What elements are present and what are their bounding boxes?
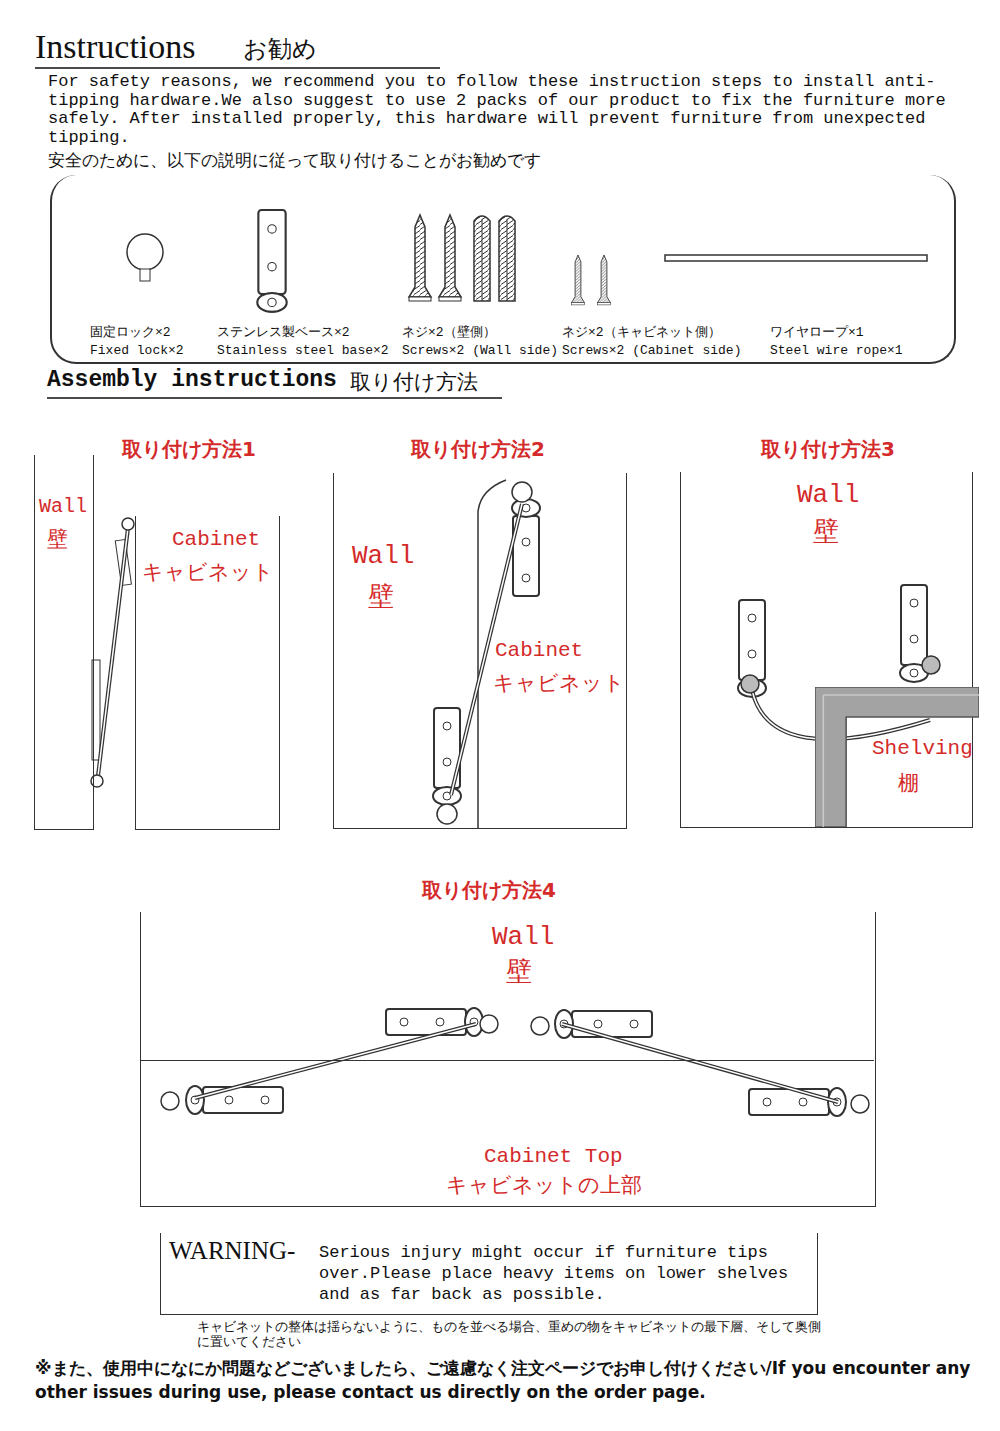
method2-hardware (433, 708, 461, 805)
method4-hardware (161, 1008, 869, 1116)
warning-box: WARNING- Serious injury might occur if fu… (160, 1233, 818, 1315)
node-text: 壁 (47, 525, 68, 553)
cabinet-top-area: Cabinet Top キャビネットの上部 (141, 1060, 874, 1205)
node-text: Serious injury might occur if furniture … (319, 1242, 804, 1305)
node-text: キャビネット (493, 669, 625, 697)
node-text: ワイヤロープ×1 (770, 323, 864, 341)
method2-hardware (512, 482, 532, 502)
cabinet-area: Cabinet キャビネット (479, 473, 631, 827)
method4-hardware (186, 1086, 283, 1114)
node-text: Steel wire rope×1 (770, 343, 903, 358)
node-text: ステンレス製ベース×2 (217, 323, 350, 341)
node-text: Screws×2 (Cabinet side) (562, 343, 741, 358)
method1-hardware (91, 518, 134, 787)
intro-text: For safety reasons, we recommend you to … (48, 73, 963, 147)
method4-hardware (531, 1017, 549, 1035)
method-heading: 取り付け方法1 (122, 436, 256, 463)
node-text: 壁 (368, 579, 394, 614)
method4-hardware (386, 1008, 483, 1036)
node-text: ネジ×2（壁側） (402, 323, 496, 341)
method-frame: Wall 壁 Cabinet キャビネット (333, 473, 627, 829)
node-heading: WARNING- (169, 1237, 295, 1265)
node-text: キャビネットの上部 (446, 1171, 642, 1199)
contact-note: ※また、使用中になにか問題などございましたら、ご遠慮なく注文ページでお申し付けく… (35, 1356, 990, 1404)
title-note: お勧め (243, 33, 317, 65)
node-text: 壁 (506, 954, 532, 989)
method3-hardware (738, 600, 766, 697)
wall-panel: Wall 壁 (34, 455, 94, 830)
method2-hardware (512, 499, 540, 596)
node-heading: 固定ロック×2 (90, 323, 171, 341)
method4-hardware (562, 1024, 838, 1102)
node-heading: Wall (352, 541, 414, 571)
underline (47, 397, 502, 399)
method3-hardware (741, 675, 759, 693)
shelving-outline (823, 695, 979, 827)
node-heading: Wall (492, 922, 554, 952)
method3-hardware (922, 656, 940, 674)
parts-icons (474, 216, 490, 301)
node-heading: Cabinet (495, 639, 583, 662)
underline (35, 67, 440, 69)
node-text: 壁 (813, 514, 839, 549)
parts-icons (572, 255, 585, 305)
method1-hardware (98, 528, 128, 776)
section-heading: Assembly instructions (47, 367, 337, 393)
method1-hardware (98, 528, 128, 776)
parts-icons (127, 234, 163, 270)
method-frame: Wall壁 Cabinet Top キャビネットの上部 (140, 912, 876, 1207)
node-text: ネジ×2（キャビネット側） (562, 323, 721, 341)
method-heading: 取り付け方法3 (761, 436, 895, 463)
shelving-shape: Shelving 棚 (815, 687, 979, 827)
method1-hardware (122, 518, 134, 530)
node-text: 棚 (898, 769, 919, 797)
method4-hardware (195, 1024, 476, 1098)
method-frame: Wall 壁 Shelving 棚 (680, 472, 973, 828)
method-heading: 取り付け方法4 (422, 877, 556, 904)
parts-icons (598, 255, 611, 305)
method4-hardware (562, 1024, 838, 1102)
method2-hardware (437, 804, 457, 824)
node-text: Fixed lock×2 (90, 343, 184, 358)
method1-hardware (91, 775, 103, 787)
method4-hardware (161, 1092, 179, 1110)
intro-text: 安全のために、以下の説明に従って取り付けることがお勧めです (48, 149, 541, 172)
parts-icons (409, 215, 431, 301)
shelving-outline (815, 687, 979, 827)
method4-hardware (851, 1095, 869, 1113)
parts-icons (439, 215, 461, 301)
node-text: キャビネット (142, 558, 274, 586)
node-heading: Cabinet (172, 528, 260, 551)
parts-icons (257, 210, 286, 312)
node-heading: Cabinet Top (484, 1145, 623, 1168)
method4-hardware (195, 1024, 476, 1098)
parts-icons (665, 255, 927, 261)
method4-hardware (480, 1015, 498, 1033)
method-heading: 取り付け方法2 (411, 436, 545, 463)
node-heading: Shelving (872, 737, 973, 760)
node-text: Screws×2 (Wall side) (402, 343, 558, 358)
cabinet-panel: Cabinet キャビネット (135, 516, 280, 830)
warning-note: キャビネットの整体は揺らないように、ものを並べる場合、重めの物をキャビネットの最… (197, 1319, 827, 1349)
parts-icons (127, 210, 927, 312)
page-title: Instructions (35, 28, 196, 66)
parts-box: 固定ロック×2Fixed lock×2 ステンレス製ベース×2Stainless … (50, 175, 956, 364)
parts-icons (140, 269, 150, 281)
node-heading: Wall (39, 495, 87, 518)
parts-icons (499, 216, 515, 301)
section-heading: 取り付け方法 (350, 368, 478, 396)
node-text: Stainless steel base×2 (217, 343, 389, 358)
node-heading: Wall (797, 480, 859, 510)
